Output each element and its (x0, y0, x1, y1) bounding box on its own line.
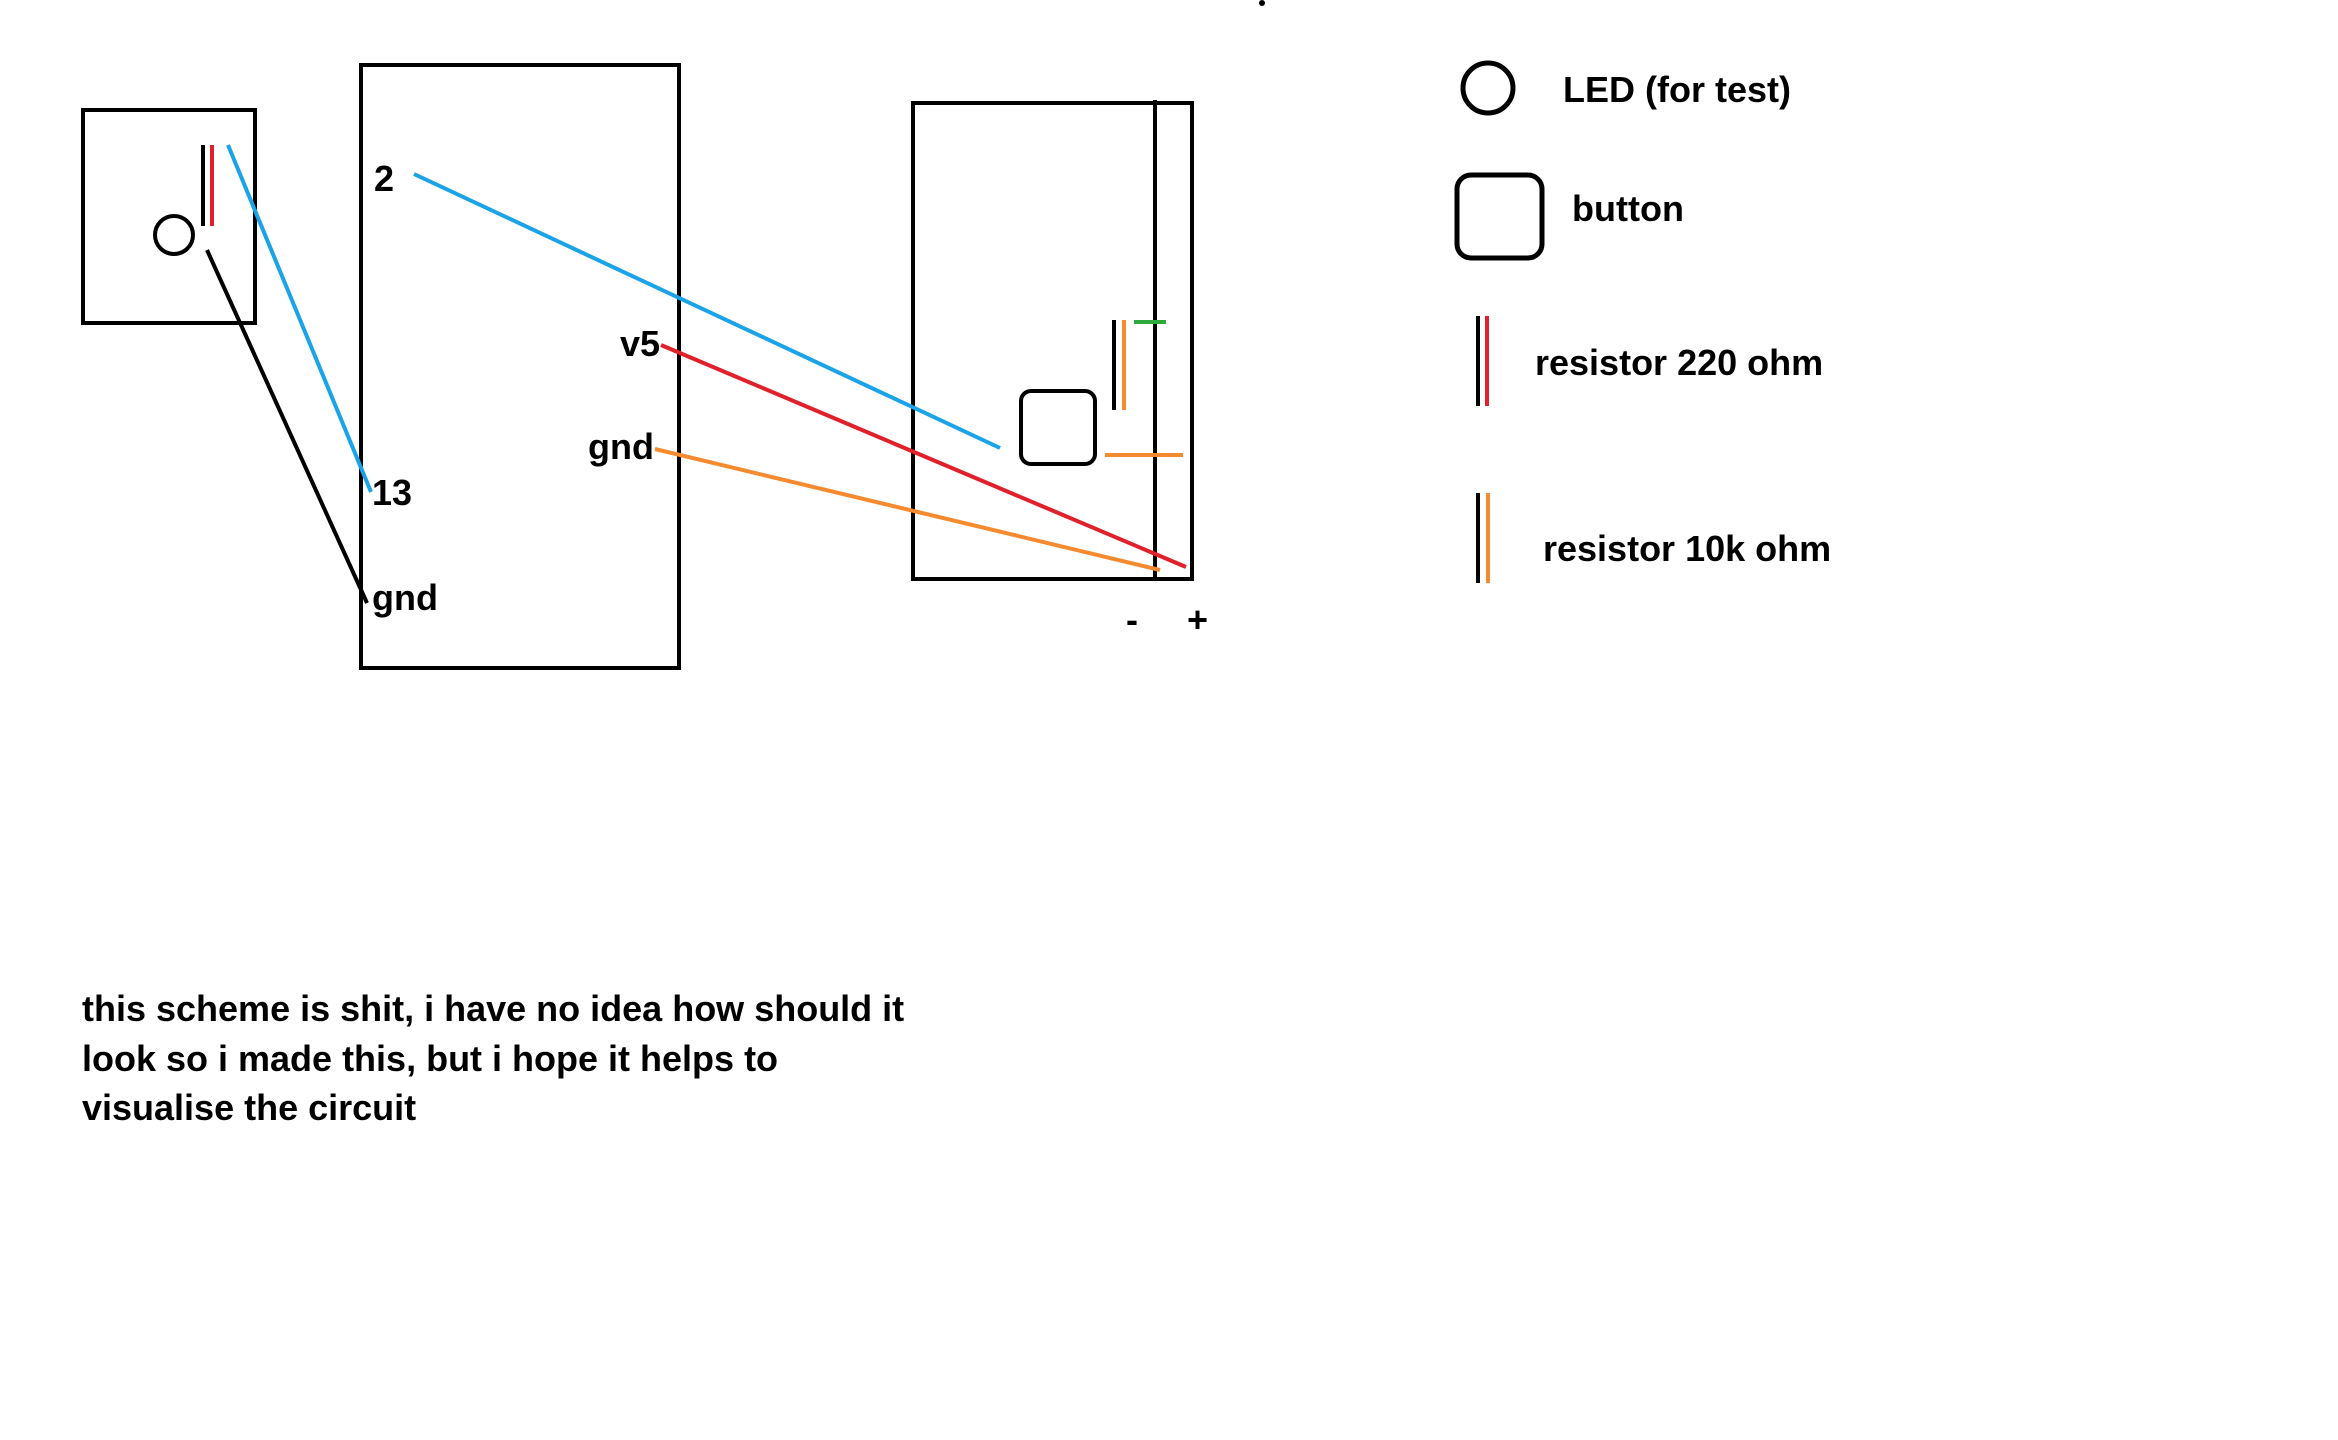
pin-gnd-right-label: gnd (588, 426, 654, 467)
rail-minus-label: - (1126, 599, 1138, 640)
legend-led-icon (1460, 60, 1516, 116)
wire-blue-led-to-pin-13 (226, 144, 373, 493)
note: this scheme is shit, i have no idea how … (82, 988, 904, 1128)
pin-13-label: 13 (372, 472, 412, 513)
wire-blue-pin-2-to-button (413, 172, 1001, 450)
led-module (81, 108, 257, 325)
wire-black-led-to-gnd (205, 249, 369, 604)
pin-v5-label: v5 (620, 323, 660, 364)
arduino-box (359, 63, 681, 670)
wire-orange-gnd-to-minus-rail (654, 447, 1161, 572)
wires (205, 144, 1187, 604)
legend-resistor-220-label: resistor 220 ohm (1535, 342, 1823, 383)
pin-gnd-left-label: gnd (372, 577, 438, 618)
led-module-box (81, 108, 257, 325)
legend-button-label: button (1572, 188, 1684, 229)
stray-dot (1259, 0, 1265, 6)
legend-resistor-10k-label: resistor 10k ohm (1543, 528, 1831, 569)
led-symbol (153, 214, 195, 256)
arduino-board: 2 13 gnd v5 gnd (359, 63, 681, 670)
note-line-2: look so i made this, but i hope it helps… (82, 1038, 778, 1079)
legend-button-icon (1454, 172, 1545, 261)
note-line-3: visualise the circuit (82, 1087, 416, 1128)
rail-plus-label: + (1187, 599, 1208, 640)
pin-2-label: 2 (374, 158, 394, 199)
note-line-1: this scheme is shit, i have no idea how … (82, 988, 904, 1029)
legend: LED (for test) button resistor 220 ohm r… (1454, 60, 1831, 583)
wire-red-v5-to-plus-rail (660, 343, 1187, 569)
breadboard-box (911, 101, 1194, 581)
breadboard: - + (911, 100, 1208, 640)
button-symbol (1019, 389, 1097, 466)
legend-led-label: LED (for test) (1563, 69, 1791, 110)
